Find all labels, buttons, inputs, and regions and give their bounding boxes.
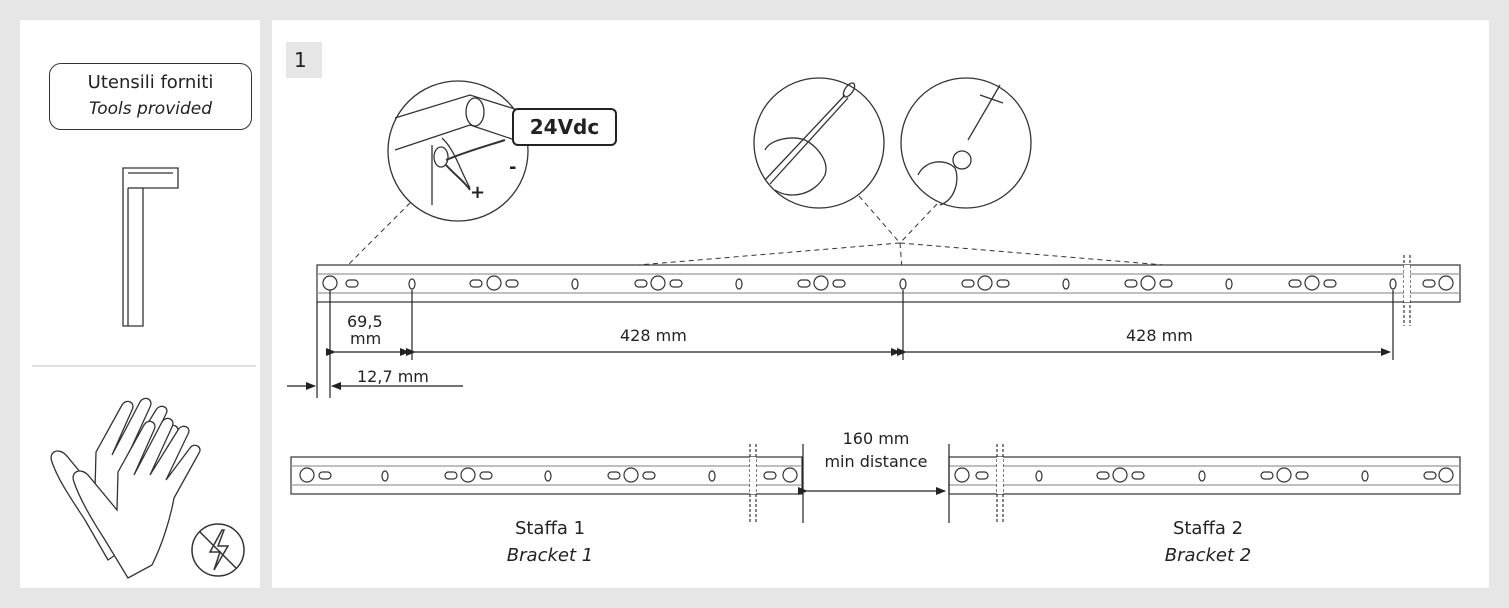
tools-provided-box: Utensili forniti Tools provided	[49, 63, 252, 130]
gap-distance-line2: min distance	[824, 452, 928, 471]
dimension-first-hole-line1: 69,5	[347, 312, 383, 331]
screwdriver-detail	[753, 77, 885, 209]
voltage-label: 24Vdc	[512, 108, 617, 146]
dimension-spacing-2: 428 mm	[1126, 326, 1193, 345]
drill-detail	[900, 77, 1032, 209]
dimension-first-hole-line2: mm	[350, 329, 382, 348]
bracket-2-label-en: Bracket 2	[1164, 545, 1252, 566]
polarity-plus: +	[470, 182, 486, 203]
bracket-1-rail	[290, 444, 803, 522]
bracket-2-rail	[948, 444, 1461, 522]
step-number: 1	[286, 42, 322, 78]
gap-distance-line1: 160 mm	[842, 429, 910, 448]
polarity-minus: -	[509, 157, 517, 178]
tools-title: Utensili forniti	[87, 72, 214, 93]
bracket-2-label: Staffa 2	[1172, 518, 1244, 539]
insulated-gloves-icon	[50, 397, 201, 579]
dimension-edge-offset: 12,7 mm	[357, 367, 429, 386]
bracket-1-label: Staffa 1	[514, 518, 586, 539]
connector-detail	[387, 80, 529, 222]
no-electric-shock-icon	[191, 523, 245, 577]
bracket-1-label-en: Bracket 1	[506, 545, 594, 566]
tools-subtitle: Tools provided	[88, 99, 213, 119]
dimension-spacing-1: 428 mm	[620, 326, 687, 345]
hex-key-icon	[122, 167, 179, 327]
top-rail	[316, 255, 1461, 326]
